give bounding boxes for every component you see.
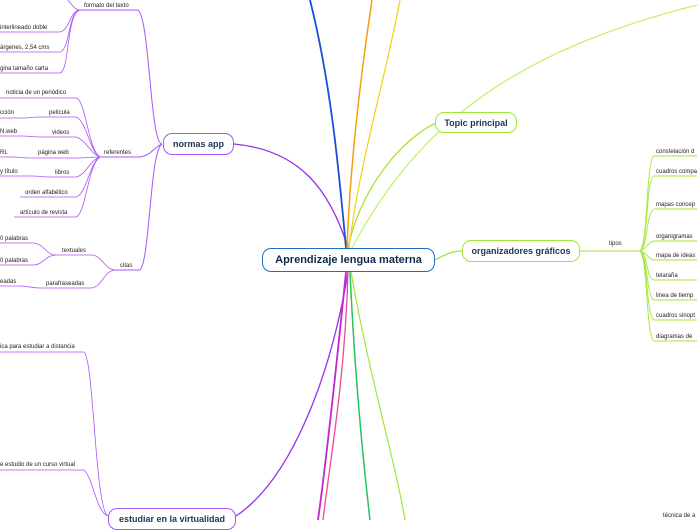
branch-organizadores-graficos[interactable]: organizadores gráficos xyxy=(462,240,580,262)
label-constelacion[interactable]: constelación d xyxy=(656,149,695,155)
label-pelicula[interactable]: película xyxy=(49,110,70,116)
label-margenes[interactable]: árgenes, 2,54 cms xyxy=(0,45,50,51)
label-referentes[interactable]: referentes xyxy=(104,150,132,156)
label-interlineado[interactable]: interlineado doble xyxy=(0,25,48,31)
label-curso-virtual[interactable]: e estudio de un curso virtual xyxy=(0,462,76,468)
label-titulo[interactable]: y título xyxy=(0,169,18,175)
branch-estudiar-virtualidad[interactable]: estudiar en la virtualidad xyxy=(108,508,236,530)
label-cuadros-sinopticos[interactable]: cuadros sinopt xyxy=(656,313,696,319)
label-direccion[interactable]: cción xyxy=(0,110,15,116)
branch-normas-app[interactable]: normas app xyxy=(163,133,234,155)
label-formato-texto[interactable]: formato del texto xyxy=(84,3,129,9)
label-parafraseadas[interactable]: parafraseadas xyxy=(46,281,85,287)
label-tecnica-offscreen[interactable]: técnica de a xyxy=(663,513,696,519)
label-articulo-revista[interactable]: artículo de revista xyxy=(20,210,68,216)
label-mapas-conceptuales[interactable]: mapas concep xyxy=(656,202,696,208)
label-tecnica-distancia[interactable]: ica para estudiar a distancia xyxy=(0,344,75,350)
label-cuadros-comparativos[interactable]: cuadros compa xyxy=(656,169,697,175)
label-pagina-web[interactable]: página web xyxy=(38,150,69,156)
label-videos[interactable]: videos xyxy=(52,130,70,136)
label-url[interactable]: RL xyxy=(0,150,8,156)
branch-topic-principal[interactable]: Topic principal xyxy=(435,112,517,133)
label-telarana[interactable]: telaraña xyxy=(656,273,678,279)
label-linea-tiempo[interactable]: linea de tiemp xyxy=(656,293,694,299)
label-textuales[interactable]: textuales xyxy=(62,248,87,254)
label-textuales-mas[interactable]: 0 palabras xyxy=(0,236,29,242)
label-organigramas[interactable]: organigramas xyxy=(656,234,693,240)
label-nweb[interactable]: N.web xyxy=(0,129,18,135)
label-orden-alfabetico[interactable]: orden alfabético xyxy=(25,190,68,196)
label-citas[interactable]: citas xyxy=(120,263,133,269)
label-noticia[interactable]: noticia de un periódico xyxy=(6,90,67,96)
label-textuales-menos[interactable]: 0 palabras xyxy=(0,258,29,264)
label-mapa-ideas[interactable]: mapa de ideas xyxy=(656,253,696,259)
label-tamano-carta[interactable]: gina tamaño carta xyxy=(0,66,49,72)
label-parafraseadas-left[interactable]: eadas xyxy=(0,279,17,285)
label-libros[interactable]: libros xyxy=(55,170,70,176)
central-topic[interactable]: Aprendizaje lengua materna xyxy=(262,248,435,272)
label-diagramas[interactable]: diagramas de xyxy=(656,334,693,340)
label-tipos[interactable]: tipos xyxy=(609,241,622,247)
